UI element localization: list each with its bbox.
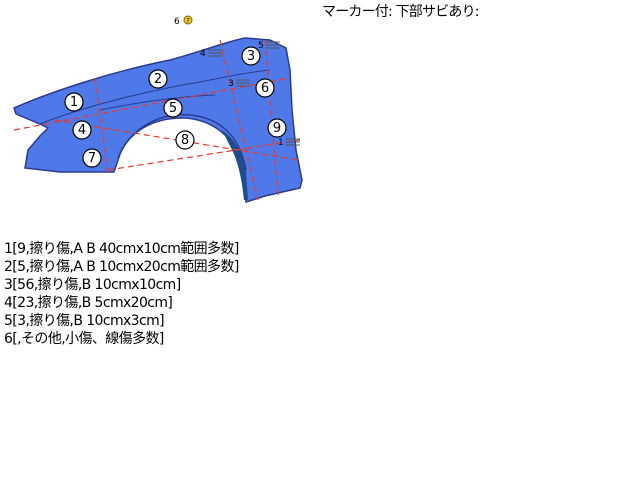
- svg-text:?: ?: [186, 17, 190, 25]
- side-marker-number: 4: [200, 49, 206, 59]
- area-marker-label: 5: [169, 101, 177, 116]
- area-marker-7[interactable]: 7: [82, 148, 102, 168]
- side-marker-1: 1: [278, 138, 300, 148]
- area-marker-label: 6: [261, 81, 269, 96]
- help-marker-number: 6: [174, 17, 180, 27]
- area-marker-label: 4: [78, 123, 86, 138]
- area-marker-label: 2: [154, 72, 162, 87]
- area-marker-circle: [148, 69, 168, 89]
- area-marker-label: 7: [88, 151, 96, 166]
- inner-wheel-panel: [222, 130, 248, 200]
- area-marker-label: 9: [273, 121, 281, 136]
- damage-list-item: 3[56,擦り傷,B 10cmx10cm]: [4, 277, 181, 293]
- header-note: マーカー付: 下部サビあり:: [322, 4, 479, 20]
- area-marker-circle: [255, 78, 275, 98]
- area-marker-1[interactable]: 1: [64, 92, 84, 112]
- side-marker-3: 3: [228, 79, 250, 89]
- area-marker-3[interactable]: 3: [241, 46, 261, 66]
- crease-line-lower: [99, 94, 216, 111]
- question-icon: ?: [183, 15, 193, 25]
- area-marker-circle: [72, 120, 92, 140]
- area-marker-8[interactable]: 8: [175, 130, 195, 150]
- area-marker-circle: [64, 92, 84, 112]
- side-marker-4: 4: [200, 49, 222, 59]
- side-marker-number: 1: [278, 138, 284, 148]
- crease-line-upper: [39, 69, 271, 125]
- damage-list: 1[9,擦り傷,A B 40cmx10cm範囲多数] 2[5,擦り傷,A B 1…: [4, 240, 239, 348]
- area-marker-label: 1: [70, 95, 78, 110]
- area-marker-9[interactable]: 9: [267, 118, 287, 138]
- area-marker-2[interactable]: 2: [148, 69, 168, 89]
- area-marker-6[interactable]: 6: [255, 78, 275, 98]
- area-marker-circle: [163, 98, 183, 118]
- damage-list-item: 2[5,擦り傷,A B 10cmx20cm範囲多数]: [4, 259, 239, 275]
- area-markers: 1 2 3 4 5 6 7 8 9: [64, 46, 287, 168]
- area-marker-circle: [175, 130, 195, 150]
- damage-list-item: 5[3,擦り傷,B 10cmx3cm]: [4, 313, 165, 329]
- area-marker-label: 8: [181, 133, 189, 148]
- area-marker-5[interactable]: 5: [163, 98, 183, 118]
- wheel-arch-line: [117, 113, 247, 171]
- area-marker-circle: [241, 46, 261, 66]
- area-marker-circle: [82, 148, 102, 168]
- area-marker-label: 3: [247, 49, 255, 64]
- help-marker[interactable]: 6 ?: [174, 15, 193, 27]
- side-marker-5: 5: [258, 41, 280, 51]
- area-marker-4[interactable]: 4: [72, 120, 92, 140]
- side-marker-number: 3: [228, 79, 234, 89]
- area-marker-circle: [267, 118, 287, 138]
- side-marker-number: 5: [258, 41, 264, 51]
- damage-list-item: 4[23,擦り傷,B 5cmx20cm]: [4, 295, 173, 311]
- damage-list-item: 1[9,擦り傷,A B 40cmx10cm範囲多数]: [4, 241, 239, 257]
- damage-list-item: 6[,その他,小傷、線傷多数]: [4, 331, 164, 347]
